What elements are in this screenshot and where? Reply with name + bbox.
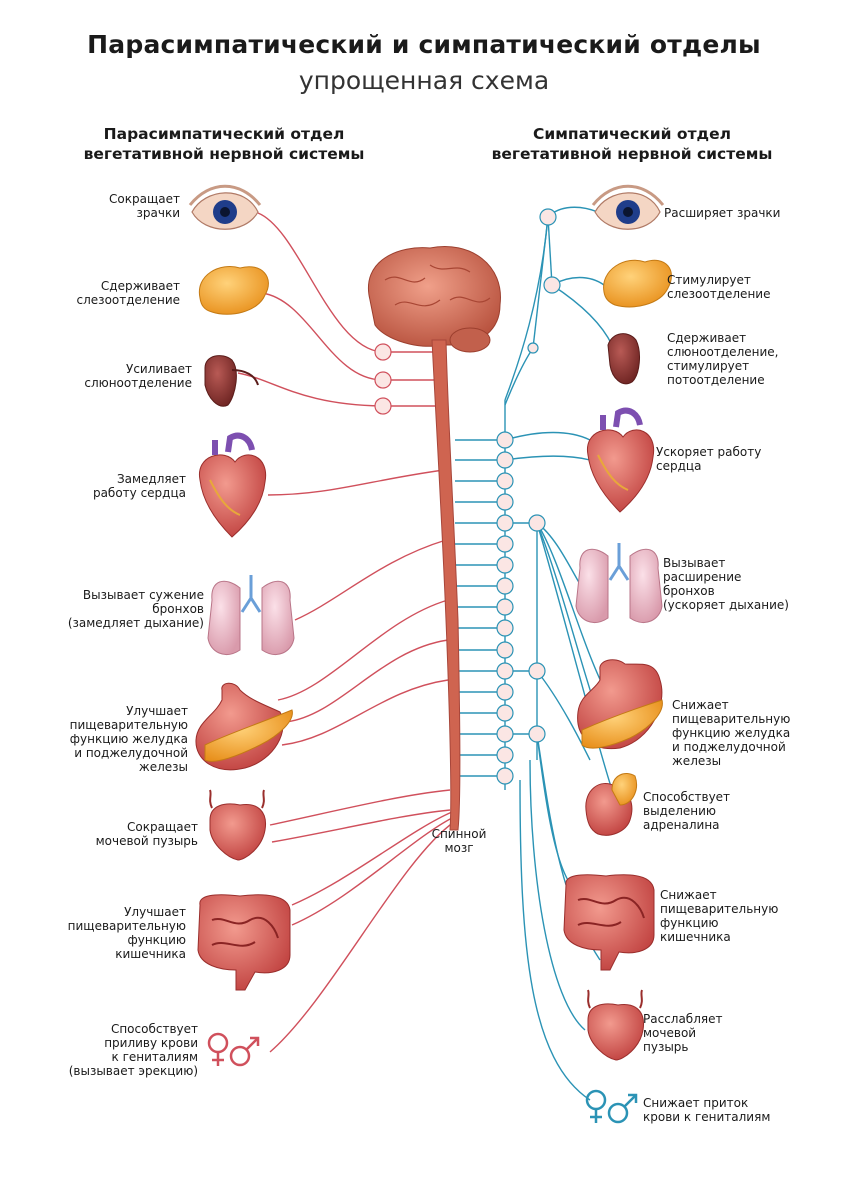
gender-symbols-icon bbox=[585, 1089, 638, 1124]
symp-label-stomach: Снижает пищеварительную функцию желудка … bbox=[672, 698, 791, 768]
bladder-icon bbox=[209, 789, 267, 861]
stomach-icon bbox=[195, 682, 293, 771]
intestine-icon bbox=[197, 894, 291, 991]
symp-label-heart: Ускоряет работу сердца bbox=[656, 445, 762, 473]
lacrimal-gland-icon bbox=[198, 266, 269, 315]
para-label-lacrimation: Сдерживает слезоотделение bbox=[76, 279, 180, 307]
lungs-icon bbox=[207, 575, 295, 655]
para-label-salivation: Усиливает слюноотделение bbox=[84, 362, 192, 390]
poster-subtitle: упрощенная схема bbox=[298, 66, 550, 95]
salivary-gland-icon bbox=[607, 333, 640, 385]
intestine-icon bbox=[563, 874, 655, 971]
para-label-intestine: Улучшает пищеварительную функцию кишечни… bbox=[67, 905, 186, 961]
parasympathetic-heading: Парасимпатический отдел вегетативной нер… bbox=[83, 125, 365, 163]
symp-label-genitals: Снижает приток крови к гениталиям bbox=[643, 1096, 771, 1124]
poster-title: Парасимпатический и симпатический отделы bbox=[87, 30, 761, 59]
adrenal-gland-icon bbox=[585, 773, 637, 836]
symp-label-adrenal: Способствует выделению адреналина bbox=[643, 790, 731, 832]
symp-label-intestine: Снижает пищеварительную функцию кишечник… bbox=[660, 888, 779, 944]
para-label-pupils: Сокращает зрачки bbox=[109, 192, 180, 220]
gender-symbols-icon bbox=[207, 1032, 260, 1067]
salivary-gland-icon bbox=[204, 355, 259, 407]
lungs-icon bbox=[575, 543, 663, 623]
para-label-heart: Замедляет работу сердца bbox=[92, 472, 186, 500]
symp-label-pupils: Расширяет зрачки bbox=[664, 206, 781, 220]
heart-icon bbox=[587, 407, 655, 513]
symp-label-bladder: Расслабляет мочевой пузырь bbox=[643, 1012, 723, 1054]
sympathetic-heading: Симпатический отдел вегетативной нервной… bbox=[491, 125, 773, 163]
para-label-genitals: Способствует приливу крови к гениталиям … bbox=[68, 1022, 198, 1078]
brain-icon bbox=[367, 246, 501, 353]
spinal-cord bbox=[431, 339, 461, 831]
symp-label-lacrimation: Стимулирует слезоотделение bbox=[667, 273, 771, 301]
heart-icon bbox=[199, 432, 267, 538]
lacrimal-gland-icon bbox=[603, 259, 672, 308]
para-label-stomach: Улучшает пищеварительную функцию желудка… bbox=[69, 704, 188, 774]
para-label-bronchi: Вызывает сужение бронхов (замедляет дыха… bbox=[67, 588, 204, 630]
eye-icon bbox=[188, 184, 262, 230]
bladder-icon bbox=[587, 989, 645, 1061]
para-label-bladder: Сокращает мочевой пузырь bbox=[95, 820, 198, 848]
sympathetic-ganglia bbox=[496, 208, 561, 785]
spinal-cord-label: Спинной мозг bbox=[431, 827, 487, 855]
eye-icon bbox=[591, 184, 665, 230]
symp-label-salivation: Сдерживает слюноотделение, стимулирует п… bbox=[667, 331, 779, 387]
stomach-icon bbox=[577, 659, 663, 750]
parasympathetic-ganglia bbox=[374, 343, 392, 415]
symp-label-bronchi: Вызывает расширение бронхов (ускоряет ды… bbox=[663, 556, 789, 612]
